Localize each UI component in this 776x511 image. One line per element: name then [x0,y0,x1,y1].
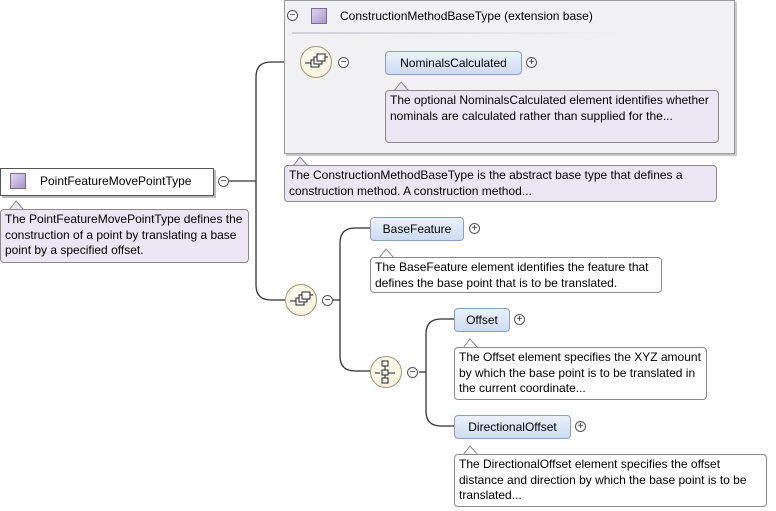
collapse-choice-minus-icon[interactable]: − [407,367,418,378]
callout-pointer [292,156,309,166]
sequence-compositor-icon[interactable] [300,46,332,78]
expand-base-feature-plus-icon[interactable]: + [469,223,480,234]
root-type-label: PointFeatureMovePointType [40,174,192,188]
element-directional-offset[interactable]: DirectionalOffset [454,415,571,439]
root-type-doc: The PointFeatureMovePointType defines th… [0,209,249,263]
divider [292,32,622,34]
callout-pointer [462,445,479,455]
extension-title: ConstructionMethodBaseType (extension ba… [340,9,593,23]
element-offset[interactable]: Offset [454,308,510,332]
collapse-sequence-minus-icon[interactable]: − [322,295,333,306]
sequence-glyph-icon [290,291,313,306]
expand-offset-plus-icon[interactable]: + [514,314,525,325]
expand-directional-offset-plus-icon[interactable]: + [575,421,586,432]
root-type-box[interactable] [0,168,214,196]
complex-type-icon [311,8,327,24]
collapse-extension-minus-icon[interactable]: − [287,10,298,21]
complex-type-icon [10,173,26,189]
element-label: DirectionalOffset [468,420,557,434]
callout-pointer [8,200,25,210]
callout-pointer [393,81,410,91]
sequence-glyph-icon [305,53,328,68]
element-label: Offset [466,313,498,327]
directional-offset-doc: The DirectionalOffset element specifies … [454,454,767,507]
callout-pointer [462,338,479,348]
offset-doc: The Offset element specifies the XYZ amo… [454,347,707,400]
sequence-compositor-icon[interactable] [285,284,317,316]
extension-doc: The ConstructionMethodBaseType is the ab… [284,165,717,202]
element-label: BaseFeature [382,222,452,236]
expand-nominals-plus-icon[interactable]: + [526,57,537,68]
element-base-feature[interactable]: BaseFeature [370,217,464,241]
element-label: NominalsCalculated [400,56,507,70]
callout-pointer [378,248,395,258]
choice-glyph-icon [375,360,395,384]
collapse-sequence-minus-icon[interactable]: − [338,57,349,68]
choice-compositor-icon[interactable] [370,356,402,388]
base-feature-doc: The BaseFeature element identifies the f… [370,257,662,293]
element-nominals-calculated[interactable]: NominalsCalculated [385,51,522,75]
collapse-root-minus-icon[interactable]: − [218,176,229,187]
nominals-calculated-doc: The optional NominalsCalculated element … [385,90,719,143]
